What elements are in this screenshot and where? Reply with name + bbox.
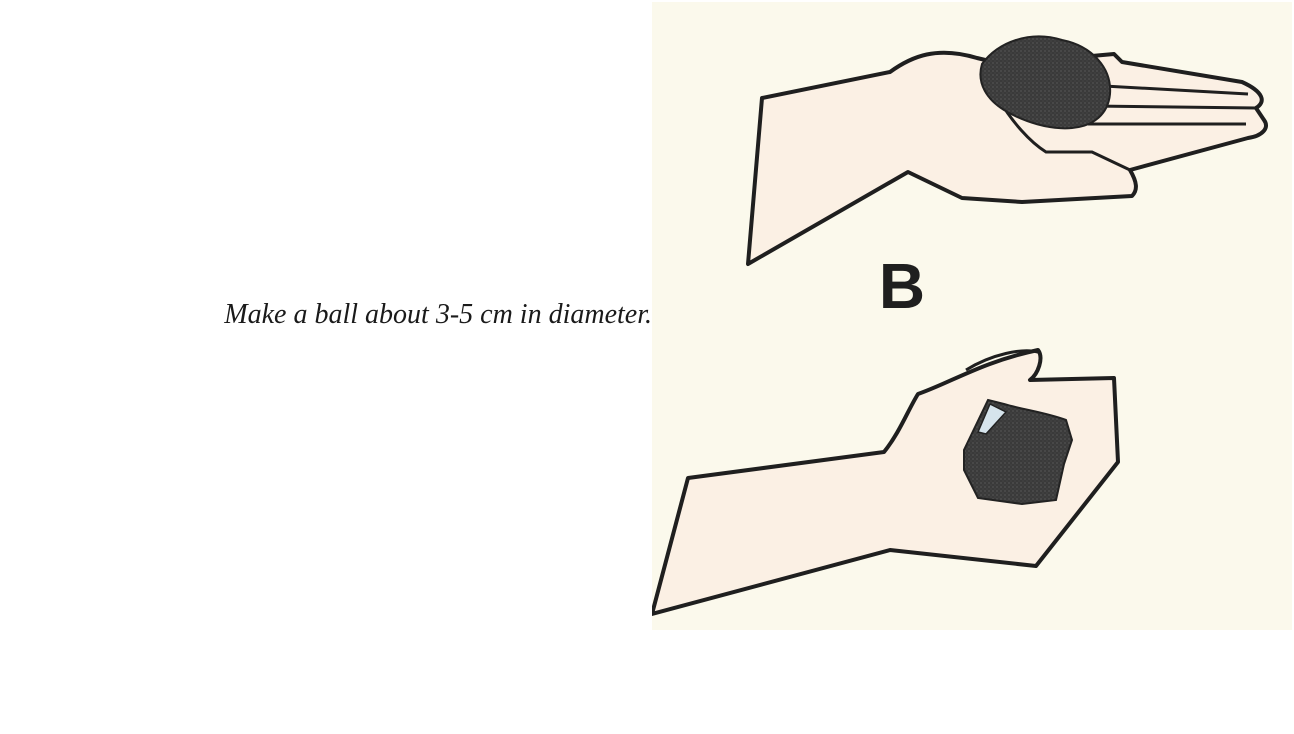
instruction-caption: Make a ball about 3-5 cm in diameter. [224, 299, 652, 330]
finger-line-2 [1091, 104, 1257, 110]
panel-label: B [879, 250, 925, 322]
cupped-hand [652, 348, 1120, 616]
illustration-svg: B [652, 2, 1292, 630]
hand-ball-illustration: B [652, 2, 1292, 630]
ball-highlight [976, 402, 1008, 435]
finger-line-1 [1103, 84, 1249, 96]
open-palm-hand [746, 35, 1268, 266]
thumb-tip [965, 349, 1039, 372]
soil-ball-top [979, 35, 1112, 130]
